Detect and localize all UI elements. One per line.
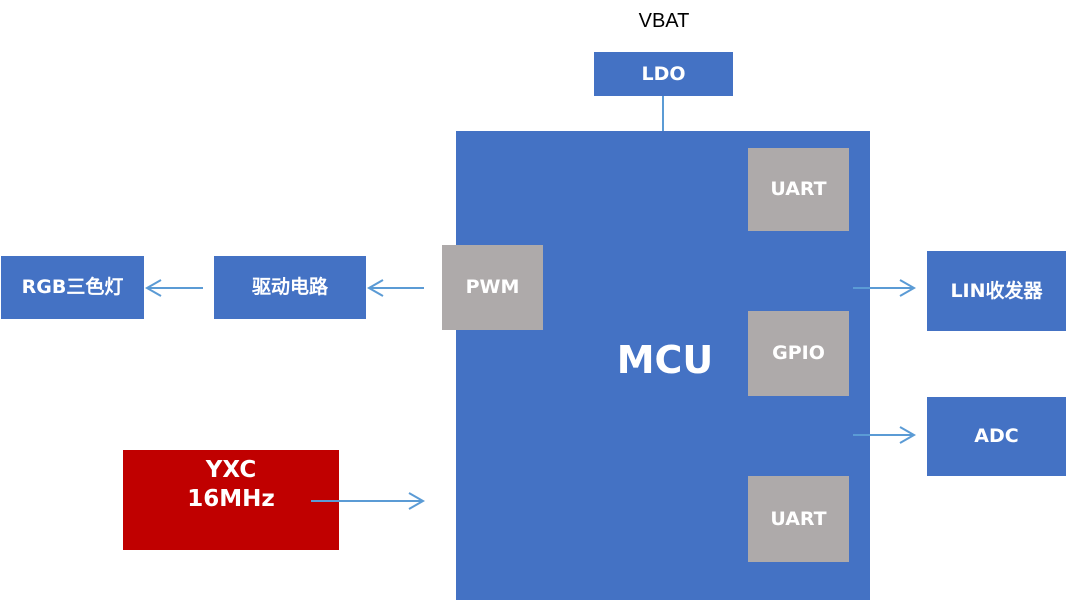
lin-transceiver-block: LIN收发器 bbox=[927, 251, 1066, 331]
crystal-block: YXC 16MHz bbox=[123, 450, 339, 550]
ldo-label: LDO bbox=[641, 62, 686, 85]
rgb-led-label: RGB三色灯 bbox=[21, 276, 124, 299]
vbat-label: VBAT bbox=[638, 10, 690, 32]
mcu-label: MCU bbox=[616, 338, 714, 382]
rgb-led-block: RGB三色灯 bbox=[1, 256, 144, 319]
uart-top-block: UART bbox=[748, 148, 849, 231]
crystal-frequency-label: 16MHz bbox=[187, 486, 275, 512]
crystal-to-mcu-arrow bbox=[311, 492, 426, 510]
uart-bottom-label: UART bbox=[770, 507, 827, 530]
lin-transceiver-label: LIN收发器 bbox=[950, 279, 1043, 302]
gpio-block: GPIO bbox=[748, 311, 849, 396]
ldo-block: LDO bbox=[594, 52, 733, 96]
pwm-block: PWM bbox=[442, 245, 543, 330]
pwm-label: PWM bbox=[465, 276, 520, 299]
uart-bottom-block: UART bbox=[748, 476, 849, 562]
mcu-to-lin-arrow bbox=[853, 279, 917, 297]
driver-circuit-label: 驱动电路 bbox=[251, 276, 328, 299]
pwm-to-driver-arrow bbox=[366, 279, 424, 297]
gpio-label: GPIO bbox=[772, 342, 825, 365]
adc-label: ADC bbox=[974, 425, 1019, 448]
uart-top-label: UART bbox=[770, 178, 827, 201]
driver-circuit-block: 驱动电路 bbox=[214, 256, 366, 319]
driver-to-rgb-arrow bbox=[144, 279, 203, 297]
mcu-to-adc-arrow bbox=[853, 426, 917, 444]
adc-block: ADC bbox=[927, 397, 1066, 476]
crystal-brand-label: YXC bbox=[205, 457, 257, 483]
